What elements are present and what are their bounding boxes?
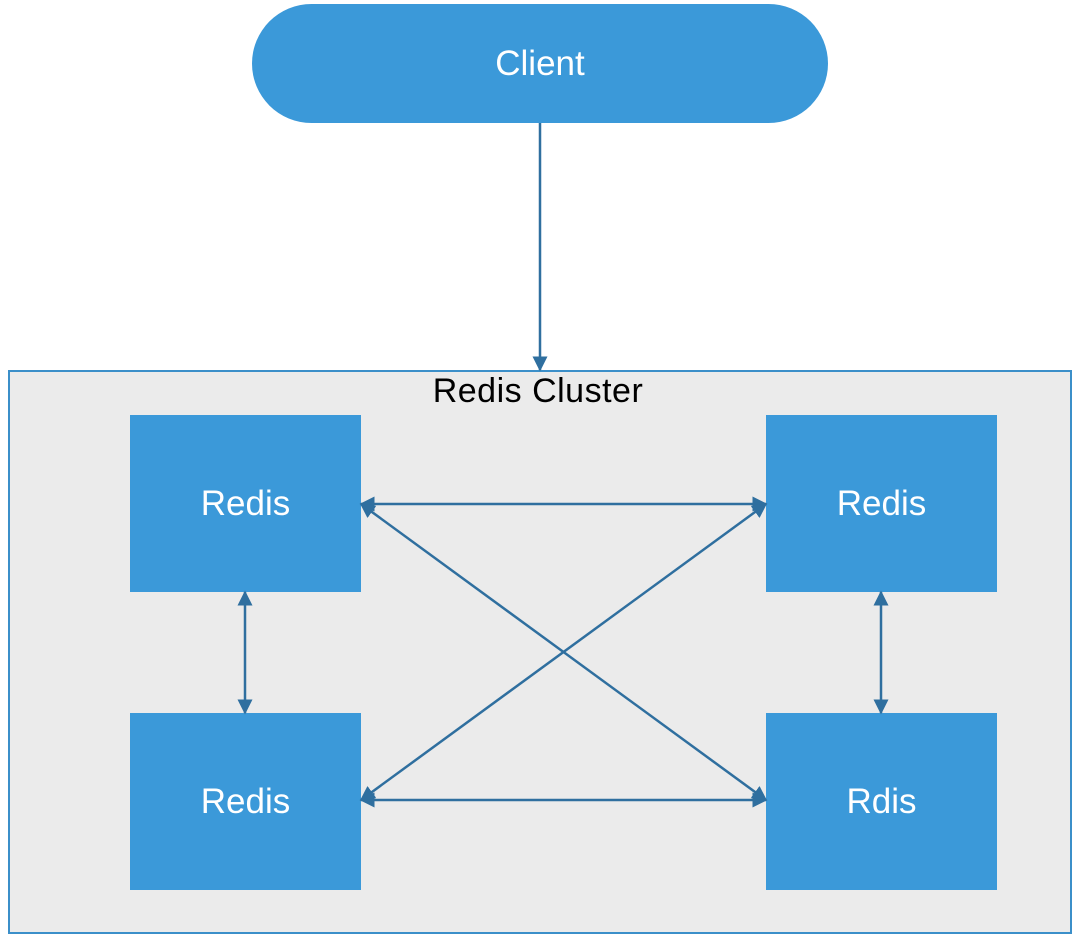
redis-node-bottom-left: Redis bbox=[130, 713, 361, 890]
client-node: Client bbox=[252, 4, 828, 123]
redis-node-top-right: Redis bbox=[766, 415, 997, 592]
redis-node-bottom-right: Rdis bbox=[766, 713, 997, 890]
redis-node-top-left: Redis bbox=[130, 415, 361, 592]
cluster-title: Redis Cluster bbox=[432, 372, 644, 410]
